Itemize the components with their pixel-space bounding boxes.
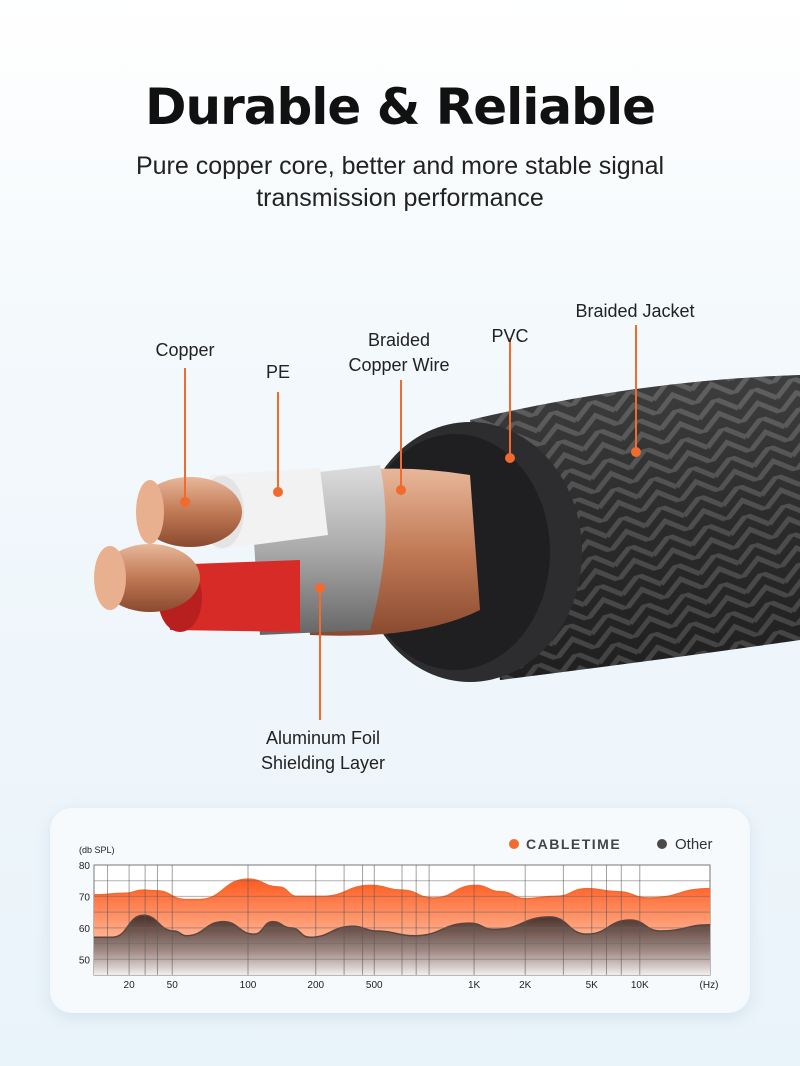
x-tick-label: 2K [519, 980, 532, 991]
copper-core-bottom [100, 544, 200, 612]
y-tick-label: 60 [79, 924, 91, 935]
x-tick-label: 50 [167, 980, 179, 991]
label-line: Aluminum Foil [265, 728, 381, 748]
subtitle-line: transmission performance [256, 184, 544, 212]
series-line-other [94, 914, 711, 939]
y-tick-label: 50 [79, 955, 91, 966]
label-line: Copper Wire [348, 355, 450, 375]
page-subtitle: Pure copper core, better and more stable… [0, 150, 800, 214]
x-tick-label: 200 [307, 980, 324, 991]
cable-cross-section-illustration [94, 325, 800, 720]
x-tick-label: 100 [240, 980, 257, 991]
subtitle-line: Pure copper core, better and more stable… [135, 152, 665, 180]
legend-dot-other [657, 839, 667, 849]
x-tick-label: 1K [468, 980, 481, 991]
x-axis-label: (Hz) [700, 980, 719, 991]
legend-label-cabletime: CABLETIME [526, 836, 621, 852]
label-pvc: PVC [491, 326, 529, 346]
label-leader-lines [180, 325, 641, 720]
x-tick-label: 500 [366, 980, 383, 991]
x-tick-label: 5K [586, 980, 599, 991]
series-line-cabletime [93, 878, 711, 901]
legend-dot-cabletime [509, 839, 519, 849]
label-braided-jacket: Braided Jacket [575, 301, 695, 321]
y-axis-label: (db SPL) [79, 845, 115, 855]
frequency-response-chart: 50 60 70 80 20 50 100 200 500 1K 2K 5K 10K (Hz) (db SP… [79, 836, 719, 991]
y-tick-label: 70 [79, 892, 91, 903]
y-tick-label: 80 [79, 861, 91, 872]
copper-core-top [138, 477, 242, 547]
label-pe: PE [265, 362, 291, 382]
x-tick-label: 10K [631, 980, 649, 991]
label-line: Braided [367, 330, 431, 350]
frequency-response-card: 50 60 70 80 20 50 100 200 500 1K 2K 5K 10K (Hz) (db SP… [50, 808, 750, 1013]
label-line: Shielding Layer [260, 753, 386, 773]
label-copper: Copper [155, 340, 215, 360]
x-tick-label: 20 [124, 980, 136, 991]
legend-label-other: Other [675, 836, 713, 853]
page-title: Durable & Reliable [144, 78, 656, 136]
